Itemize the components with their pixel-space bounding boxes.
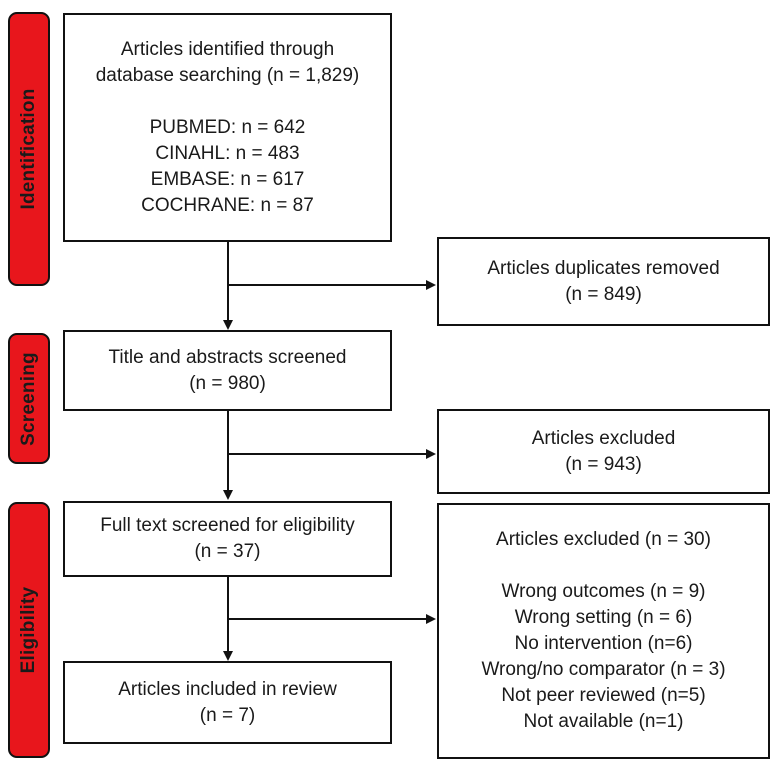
included-line1: Articles included in review [118, 678, 337, 700]
reason-wrong-outcomes: Wrong outcomes (n = 9) [501, 581, 706, 602]
fulltext-line1: Full text screened for eligibility [100, 515, 355, 536]
included-box: Articles included in review (n = 7) [63, 661, 392, 744]
reason-not-available: Not available (n=1) [523, 711, 684, 732]
duplicates-line2: (n = 849) [565, 283, 642, 305]
phase-eligibility: Eligibility [8, 502, 50, 758]
reason-wrong-comparator: Wrong/no comparator (n = 3) [481, 659, 726, 680]
screened-line1: Title and abstracts screened [108, 346, 347, 368]
reason-no-intervention: No intervention (n=6) [514, 633, 693, 654]
excluded-fulltext-title: Articles excluded (n = 30) [496, 529, 711, 550]
excluded-screen-line2: (n = 943) [565, 453, 642, 475]
reason-wrong-setting: Wrong setting (n = 6) [514, 607, 693, 628]
identified-title-line1: Articles identified through [120, 38, 335, 60]
phase-screening: Screening [8, 333, 50, 464]
included-line2: (n = 7) [199, 704, 256, 726]
source-cinahl: CINAHL: n = 483 [155, 142, 300, 164]
excluded-screen-box: Articles excluded (n = 943) [437, 409, 770, 494]
phase-identification: Identification [8, 12, 50, 286]
reason-not-peer-reviewed: Not peer reviewed (n=5) [501, 685, 706, 706]
fulltext-box: Full text screened for eligibility (n = … [63, 501, 392, 577]
source-embase: EMBASE: n = 617 [150, 168, 305, 190]
fulltext-line2: (n = 37) [194, 541, 261, 562]
source-cochrane: COCHRANE: n = 87 [141, 194, 314, 216]
source-pubmed: PUBMED: n = 642 [149, 116, 306, 138]
identified-title-line2: database searching (n = 1,829) [95, 64, 360, 86]
excluded-fulltext-box: Articles excluded (n = 30) Wrong outcome… [437, 503, 770, 759]
duplicates-line1: Articles duplicates removed [487, 257, 720, 279]
identified-box: Articles identified through database sea… [63, 13, 392, 242]
screened-line2: (n = 980) [189, 372, 266, 394]
screened-box: Title and abstracts screened (n = 980) [63, 330, 392, 411]
duplicates-box: Articles duplicates removed (n = 849) [437, 237, 770, 326]
excluded-screen-line1: Articles excluded [531, 427, 676, 449]
